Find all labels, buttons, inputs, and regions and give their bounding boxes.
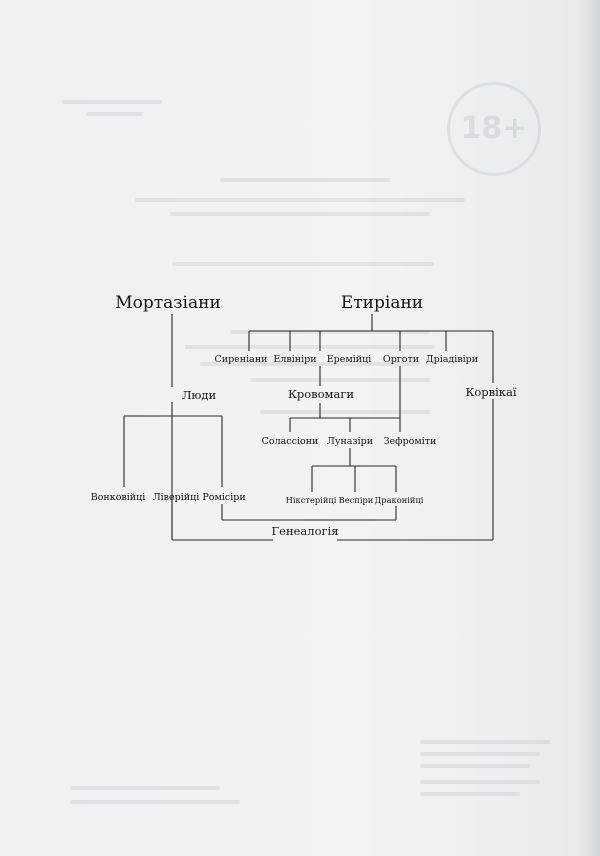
node-drakoniytsi: Драконійці	[375, 495, 424, 505]
node-orhoty: Орготи	[383, 354, 419, 365]
node-etyriany: Етиріани	[341, 293, 423, 313]
node-vespiry: Веспіри	[339, 495, 374, 505]
node-zefromity: Зефроміти	[384, 436, 437, 447]
node-elviniry: Елвініри	[273, 354, 316, 365]
node-henealohiia: Генеалогія	[272, 524, 339, 538]
node-syreniany: Сиреніани	[214, 354, 267, 365]
tree-connectors	[123, 314, 494, 541]
node-eremiytsi: Еремійці	[327, 354, 372, 365]
node-nikstеriytsi: Нікстерійці	[286, 495, 337, 505]
node-lunaziry: Луназіри	[327, 436, 373, 447]
tree-labels: Мортазіани Етиріани Люди Сиреніани Елвін…	[91, 293, 517, 538]
node-vonkoviytsi: Вонковійці	[91, 492, 146, 503]
node-driadiviry: Дріадівіри	[426, 354, 478, 365]
node-mortaziany: Мортазіани	[115, 293, 221, 313]
page-spine-shadow	[578, 0, 600, 856]
node-krovomahy: Кровомаги	[288, 387, 354, 401]
node-liudy: Люди	[182, 388, 217, 402]
node-romisiry: Ромісіри	[202, 492, 245, 503]
node-liveriytsi: Ліверійці	[153, 492, 200, 503]
node-korvikai: Корвікаї	[465, 385, 516, 399]
age-rating-badge: 18+	[447, 82, 541, 176]
node-solassiony: Солассіони	[262, 436, 319, 447]
